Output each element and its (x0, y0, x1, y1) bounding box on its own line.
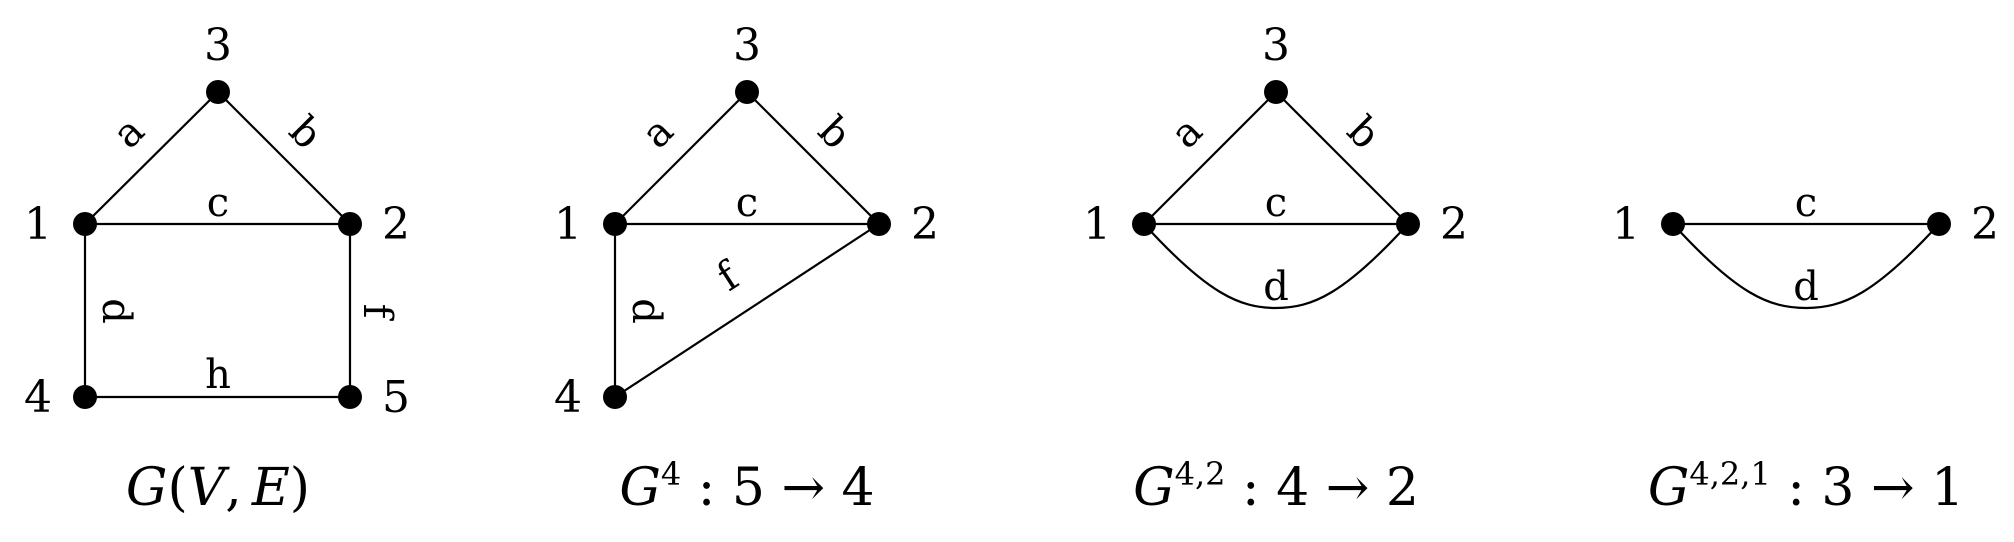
panel-graph-g421: 1 2 c d G4,2,1 : 3 → 1 (1612, 180, 1999, 518)
node-1 (73, 212, 97, 236)
edge-label-f: f (709, 252, 749, 300)
node-label-5: 5 (382, 372, 410, 423)
edge-label-a: a (633, 108, 682, 157)
node-label-4: 4 (554, 372, 582, 423)
node-3 (735, 80, 759, 104)
caption-g421: G4,2,1 : 3 → 1 (1648, 455, 1964, 518)
panel-graph-g4: 3 1 2 4 a b c d f G4 : 5 → 4 (554, 20, 939, 518)
node-2 (1396, 212, 1420, 236)
edge-label-d: d (1263, 264, 1289, 310)
node-label-2: 2 (1440, 199, 1468, 250)
node-3 (1264, 80, 1288, 104)
node-label-3: 3 (204, 20, 232, 71)
edge-label-f: f (354, 304, 400, 322)
edge-f (614, 223, 880, 398)
edge-d (1143, 223, 1409, 310)
edge-label-c: c (736, 180, 758, 226)
node-label-1: 1 (1612, 199, 1640, 250)
caption-g42: G4,2 : 4 → 2 (1133, 455, 1419, 518)
node-1 (1661, 212, 1685, 236)
node-2 (338, 212, 362, 236)
node-label-1: 1 (24, 199, 52, 250)
node-3 (206, 80, 230, 104)
edge-label-c: c (207, 180, 229, 226)
edge-b (746, 91, 880, 225)
edge-a (84, 91, 219, 225)
edge-a (1143, 91, 1277, 225)
edge-label-c: c (1795, 180, 1817, 226)
edge-label-b: b (809, 107, 860, 158)
node-label-1: 1 (554, 199, 582, 250)
edge-b (217, 91, 351, 225)
node-1 (1132, 212, 1156, 236)
node-2 (1927, 212, 1951, 236)
edge-d (1672, 223, 1940, 310)
caption-g4: G4 : 5 → 4 (619, 455, 874, 518)
caption-g: G(V,E) (126, 458, 310, 518)
edge-label-c: c (1265, 180, 1287, 226)
panel-graph-g42: 3 1 2 a b c d G4,2 : 4 → 2 (1083, 20, 1468, 518)
edge-a (614, 91, 748, 225)
node-label-2: 2 (911, 199, 939, 250)
edge-label-h: h (205, 352, 231, 398)
node-label-4: 4 (24, 372, 52, 423)
node-label-2: 2 (1971, 199, 1999, 250)
edge-label-b: b (1338, 107, 1389, 158)
node-label-2: 2 (382, 199, 410, 250)
node-label-1: 1 (1083, 199, 1111, 250)
node-4 (603, 385, 627, 409)
node-5 (338, 385, 362, 409)
edge-label-b: b (280, 107, 331, 158)
edge-label-a: a (1162, 108, 1211, 157)
edge-label-d: d (1793, 264, 1819, 310)
node-2 (867, 212, 891, 236)
edge-b (1275, 91, 1409, 225)
node-4 (73, 385, 97, 409)
edge-label-d: d (623, 298, 669, 324)
edge-label-d: d (93, 298, 139, 324)
node-label-3: 3 (1262, 20, 1290, 71)
node-1 (603, 212, 627, 236)
node-label-3: 3 (733, 20, 761, 71)
edge-label-a: a (104, 108, 153, 157)
panel-graph-g: 3 1 2 4 5 a b c d f h G(V,E) (24, 20, 410, 518)
